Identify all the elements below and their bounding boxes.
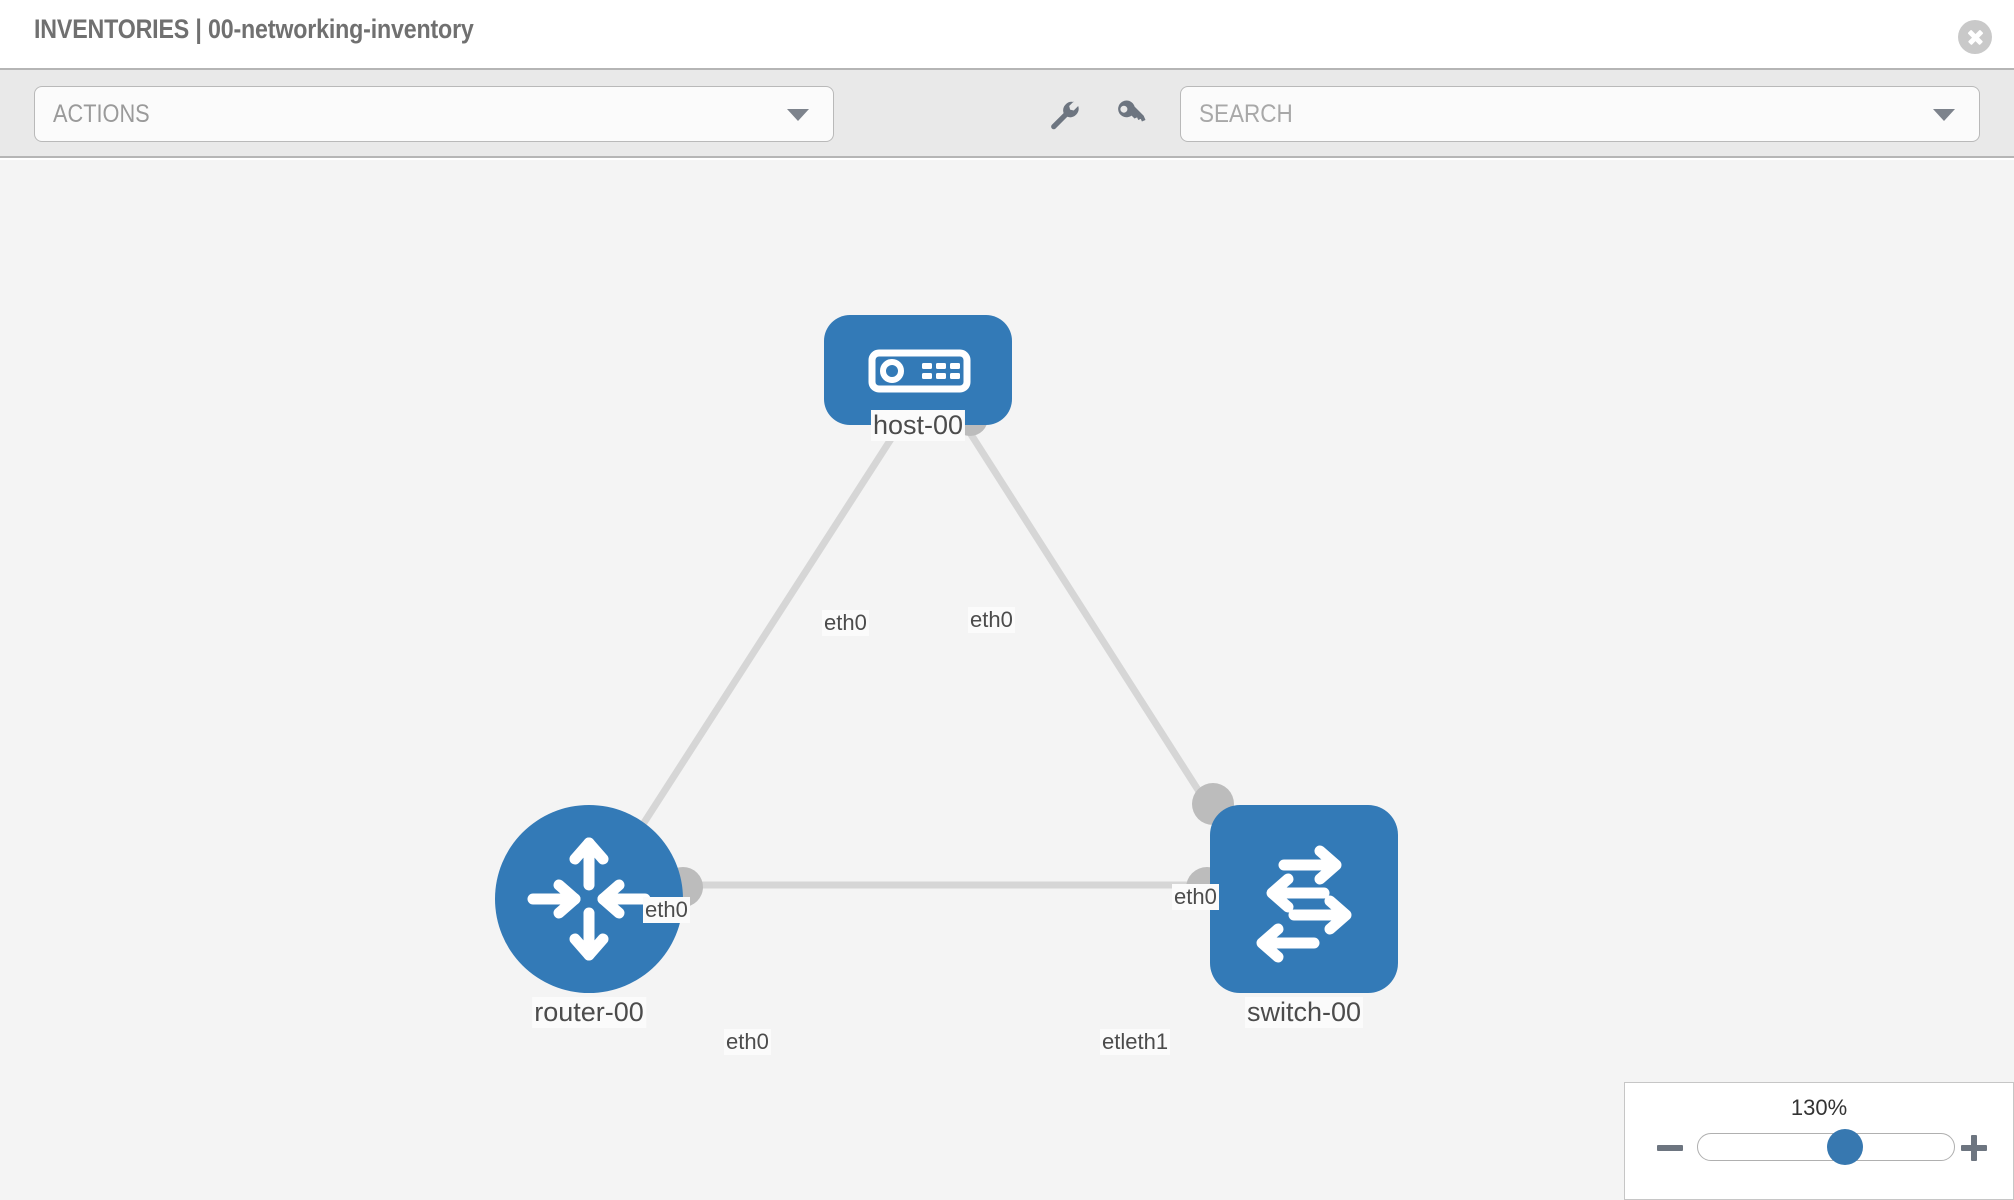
actions-dropdown-label: ACTIONS — [53, 100, 150, 128]
node-label-router-00: router-00 — [532, 997, 646, 1028]
toolbar: ACTIONS SEARCH — [0, 68, 2014, 158]
actions-dropdown[interactable]: ACTIONS — [34, 86, 834, 142]
topology-edges — [617, 423, 1233, 889]
zoom-control-panel: 130% — [1624, 1082, 2014, 1200]
wrench-icon[interactable] — [1035, 86, 1091, 142]
edge-host-switch — [962, 423, 1233, 842]
edge-label: eth0 — [1172, 884, 1219, 910]
chevron-down-icon — [1933, 109, 1955, 121]
switch-icon — [1256, 845, 1352, 963]
zoom-slider-thumb[interactable] — [1827, 1129, 1863, 1165]
minus-icon — [1657, 1145, 1683, 1151]
page-title: INVENTORIES | 00-networking-inventory — [34, 14, 474, 44]
edge-label: eth0 — [822, 610, 869, 636]
edge-label: etleth1 — [1100, 1029, 1171, 1055]
key-icon[interactable] — [1103, 86, 1159, 142]
edge-label: eth0 — [643, 897, 690, 923]
edge-label: eth0 — [968, 607, 1015, 633]
search-placeholder: SEARCH — [1199, 100, 1293, 128]
topology-canvas[interactable]: host-00 route — [0, 160, 2014, 1200]
server-icon — [868, 349, 971, 393]
zoom-percent-label: 130% — [1790, 1095, 1848, 1120]
edge-host-router — [617, 423, 903, 862]
search-input[interactable]: SEARCH — [1180, 86, 1980, 142]
node-label-host-00: host-00 — [870, 410, 966, 441]
plus-icon-vertical — [1971, 1135, 1977, 1161]
zoom-out-button[interactable] — [1657, 1135, 1683, 1161]
zoom-slider[interactable] — [1697, 1129, 1955, 1165]
chevron-down-icon — [787, 109, 809, 121]
close-icon[interactable] — [1958, 20, 1992, 54]
host-node-shape — [824, 315, 1012, 425]
page-header: INVENTORIES | 00-networking-inventory — [0, 0, 2014, 68]
node-label-switch-00: switch-00 — [1244, 997, 1364, 1028]
router-icon — [527, 837, 651, 961]
switch-node-shape — [1210, 805, 1398, 993]
zoom-in-button[interactable] — [1961, 1135, 1987, 1161]
edge-label: eth0 — [724, 1029, 771, 1055]
